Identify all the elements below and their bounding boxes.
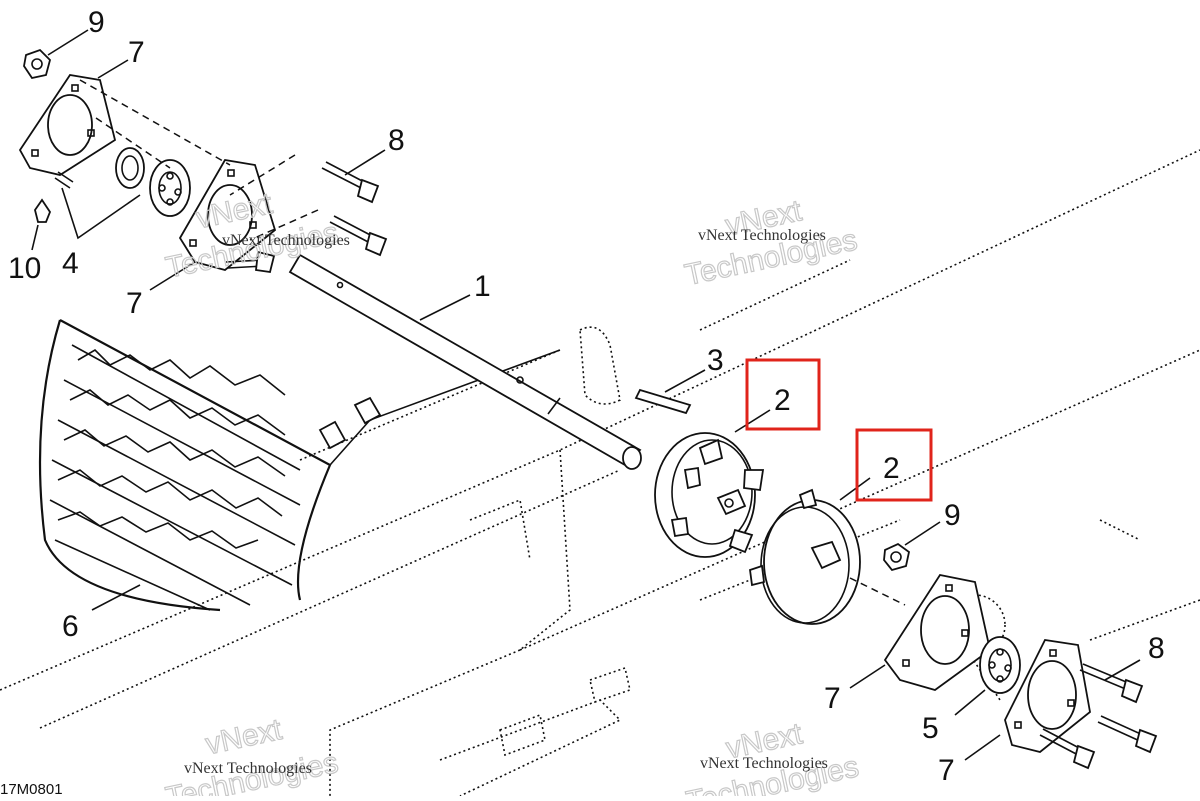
callout-2-left: 2 (774, 384, 791, 417)
leader-lines (31, 29, 1141, 761)
watermark-small-bottom-right: vNext Technologies (700, 755, 828, 772)
watermark-bottom-left: vNext Technologies (162, 712, 341, 801)
figure-code: 17M0801 (0, 781, 63, 796)
callout-5: 5 (922, 712, 939, 745)
callout-9-top: 9 (88, 6, 105, 39)
drive-plate (749, 488, 906, 625)
watermark-small-bottom-left: vNext Technologies (184, 760, 312, 777)
callout-1: 1 (474, 270, 491, 303)
callout-7-top: 7 (128, 36, 145, 69)
upper-left-bearing-stack (18, 48, 388, 274)
callout-3: 3 (707, 344, 724, 377)
callout-9-right: 9 (944, 499, 961, 532)
shaft (288, 253, 642, 470)
watermark-line1: vNext (203, 713, 286, 761)
key (634, 388, 692, 415)
watermark-small-upper: vNext Technologies (698, 227, 826, 244)
lower-right-bearing-stack (883, 542, 1158, 770)
highlight-box-part-2-left (745, 358, 821, 431)
callout-4: 4 (62, 247, 79, 280)
callout-6: 6 (62, 610, 79, 643)
callout-2-right: 2 (883, 452, 900, 485)
watermark-bottom-right: vNext Technologies (683, 717, 862, 801)
rotor-assembly (38, 319, 561, 612)
callout-8-right: 8 (1148, 632, 1165, 665)
callout-7-right-b: 7 (938, 754, 955, 787)
callout-8-top: 8 (388, 124, 405, 157)
callout-7-left: 7 (126, 287, 143, 320)
highlight-box-part-2-right (855, 428, 933, 502)
callout-10: 10 (8, 252, 41, 285)
watermark-small-left: vNext Technologies (222, 232, 350, 249)
callout-7-right-a: 7 (824, 682, 841, 715)
drive-hub (654, 432, 765, 558)
